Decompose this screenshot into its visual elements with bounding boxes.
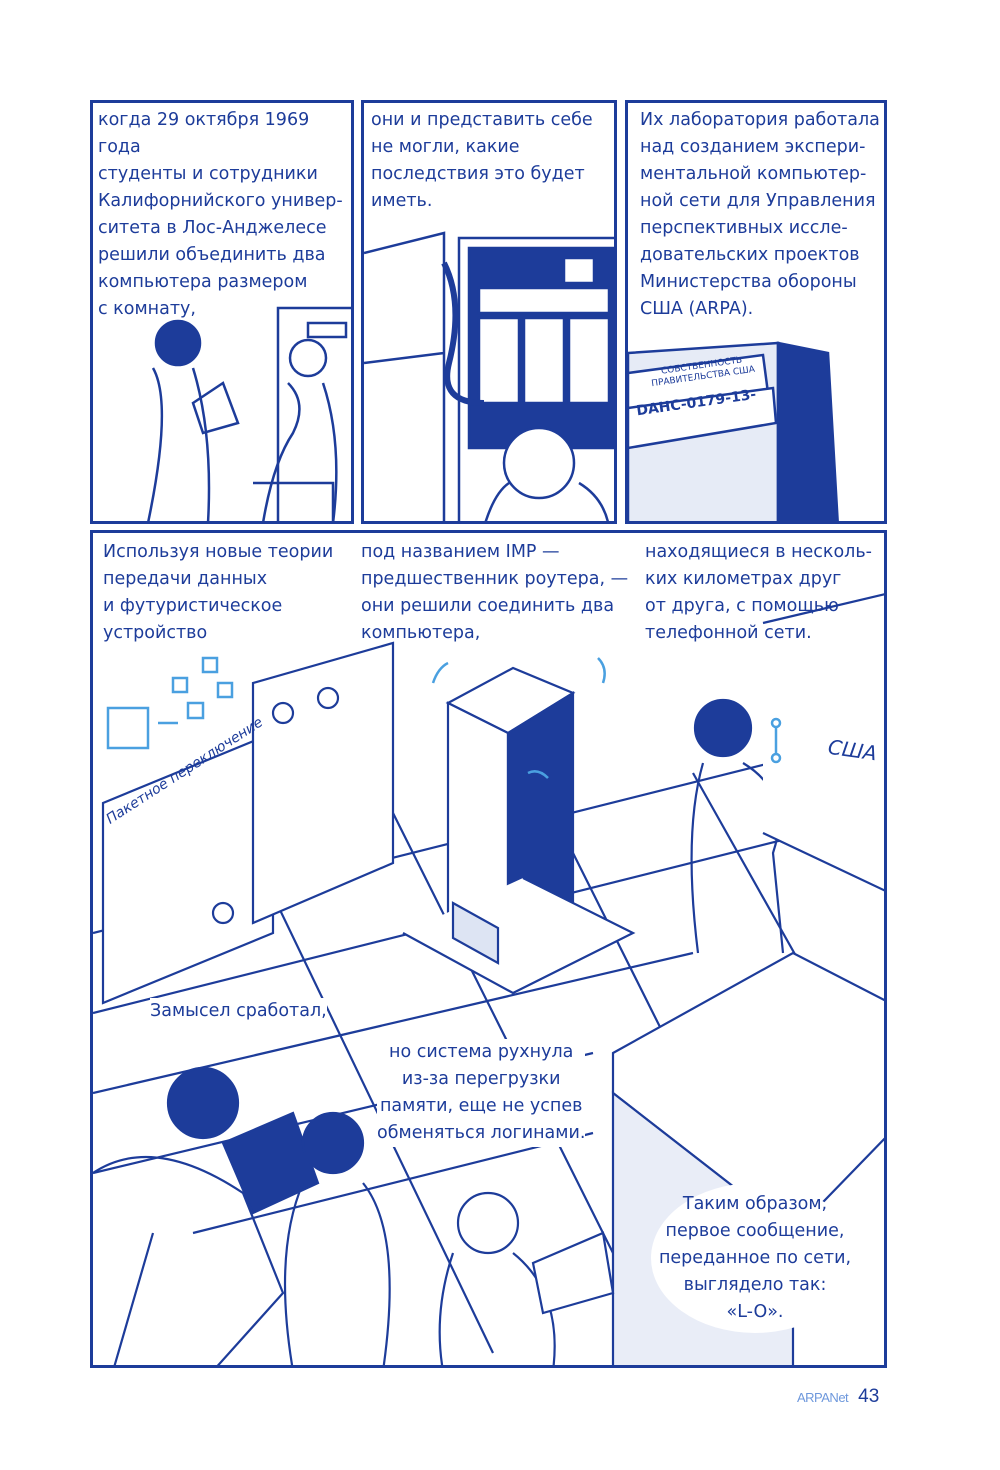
- panel-3-caption: Их лаборатория работала над созданием эк…: [640, 110, 880, 319]
- caption-phone-network: находящиеся в несколь- ких километрах др…: [645, 542, 872, 643]
- comic-panel-4: Используя новые теории передачи данных и…: [90, 530, 887, 1368]
- page-number: 43: [858, 1386, 880, 1407]
- caption-theories: Используя новые теории передачи данных и…: [103, 542, 334, 643]
- comic-panel-2: они и представить себе не могли, какие п…: [361, 100, 617, 524]
- caption-first-message: Таким образом, первое сообщение, передан…: [658, 1194, 852, 1322]
- caption-imp: под названием IMP — предшественник роуте…: [361, 542, 629, 643]
- panel-2-caption: они и представить себе не могли, какие п…: [371, 110, 593, 211]
- caption-worked: Замысел сработал,: [150, 998, 327, 1025]
- comic-panel-3: Их лаборатория работала над созданием эк…: [625, 100, 887, 524]
- comic-panel-1: когда 29 октября 1969 года студенты и со…: [90, 100, 354, 524]
- panel-2-illustration: [364, 231, 614, 521]
- panel-1-caption: когда 29 октября 1969 года студенты и со…: [98, 110, 343, 319]
- speech-bubble: [651, 1183, 859, 1333]
- caption-crash: но система рухнула из-за перегрузки памя…: [377, 1039, 586, 1147]
- page-footer: ARPANet 43: [797, 1386, 879, 1408]
- panel-1-illustration: [147, 306, 351, 521]
- section-title: ARPANet: [797, 1390, 849, 1405]
- panel-3-illustration: [628, 341, 839, 521]
